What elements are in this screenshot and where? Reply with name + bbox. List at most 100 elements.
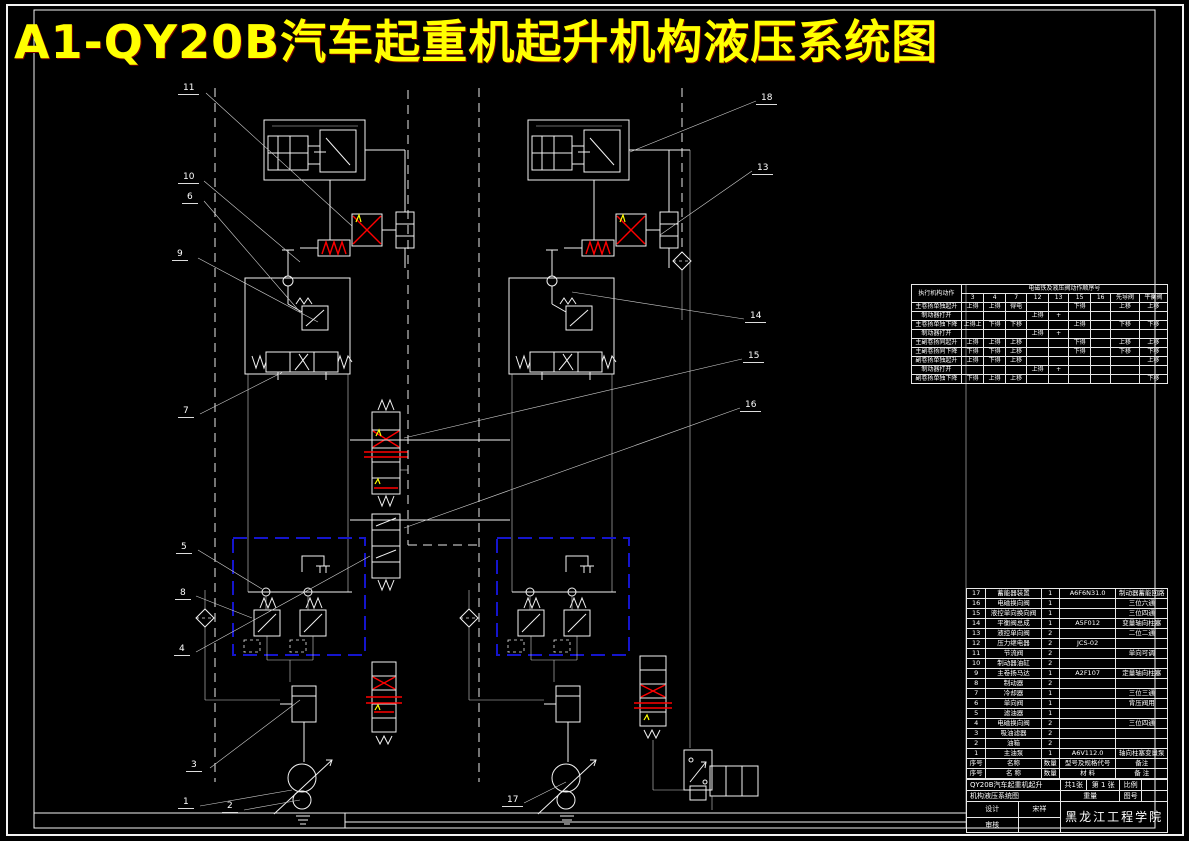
scale-value	[1141, 779, 1168, 791]
parts-header-cell: 名称	[985, 758, 1042, 769]
solenoid-mark-cell: 下移	[1138, 374, 1169, 384]
solenoid-mark-cell	[1026, 347, 1049, 357]
solenoid-mark-cell	[1004, 329, 1028, 339]
solenoid-mark-cell	[1047, 347, 1070, 357]
solenoid-col-header: 13	[1047, 293, 1070, 303]
design-label: 设计	[966, 801, 1019, 818]
solenoid-mark-cell: 下移	[1004, 320, 1028, 330]
solenoid-mark-cell: 上得	[983, 338, 1006, 348]
part-name: 滤油器	[985, 708, 1042, 719]
part-model	[1058, 698, 1117, 709]
solenoid-mark-cell: +	[1047, 329, 1070, 339]
part-note: 二位二通	[1115, 628, 1168, 639]
solenoid-mark-cell: 下移	[1110, 347, 1140, 357]
solenoid-mark-cell	[1138, 365, 1169, 375]
part-note: 背压阀用	[1115, 698, 1168, 709]
solenoid-mark-cell	[1089, 356, 1112, 366]
solenoid-mark-cell: 上移	[1110, 302, 1140, 312]
leader-lines	[195, 92, 757, 811]
parts-header-cell: 序号	[965, 768, 987, 779]
scale-label: 比例	[1119, 779, 1143, 791]
part-name: 单向阀	[985, 698, 1042, 709]
solenoid-mark-cell: 上移	[1004, 338, 1028, 348]
solenoid-col-header: 16	[1089, 293, 1112, 303]
solenoid-row: 副卷扬单独下降下得上得上移下移	[911, 374, 1169, 384]
right-valve-block	[653, 765, 759, 810]
part-note	[1115, 738, 1168, 749]
solenoid-mark-cell	[1068, 356, 1091, 366]
solenoid-col-header: 7	[1004, 293, 1028, 303]
return-filter-icon	[672, 88, 692, 320]
part-qty: 1	[1040, 698, 1060, 709]
part-qty: 1	[1040, 618, 1060, 629]
solenoid-row: 制动器打开上得+	[911, 329, 1169, 339]
solenoid-mark-cell: 上移	[1004, 374, 1028, 384]
part-model	[1058, 608, 1117, 619]
solenoid-mark-cell: 上得	[983, 374, 1006, 384]
solenoid-mark-cell	[1110, 329, 1140, 339]
part-model	[1058, 728, 1117, 739]
left-hoist-circuit	[195, 87, 415, 825]
part-no: 15	[965, 608, 987, 619]
drawing-title: A1-QY20B汽车起重机起升机构液压系统图	[14, 15, 939, 69]
solenoid-mark-cell: 上移	[1004, 356, 1028, 366]
part-qty: 2	[1040, 648, 1060, 659]
part-model: JCS-02	[1058, 638, 1117, 649]
solenoid-mark-cell: +	[1047, 311, 1070, 321]
balloon-label: 17	[502, 795, 524, 807]
part-model	[1058, 598, 1117, 609]
solenoid-mark-cell	[960, 311, 985, 321]
connection-lines	[350, 90, 691, 748]
title-block: QY20B汽车起重机起升 共1张 第 1 张 比例 机构液压系统图 重量 图号 …	[965, 779, 1168, 833]
part-note: 变量轴向柱塞	[1115, 618, 1168, 629]
solenoid-mark-cell	[1026, 320, 1049, 330]
part-qty: 2	[1040, 718, 1060, 729]
solenoid-mark-cell: 上得上	[960, 320, 985, 330]
part-no: 2	[965, 738, 987, 749]
balloon-label: 11	[178, 83, 200, 95]
balloon-label: 7	[178, 406, 194, 418]
part-note: 单向可调	[1115, 648, 1168, 659]
balloon-label: 2	[222, 801, 238, 813]
part-no: 7	[965, 688, 987, 699]
solenoid-mark-cell: +	[1047, 365, 1070, 375]
part-note	[1115, 728, 1168, 739]
part-model	[1058, 718, 1117, 729]
solenoid-mark-cell: 上得	[1068, 320, 1091, 330]
part-no: 8	[965, 678, 987, 689]
part-no: 11	[965, 648, 987, 659]
part-no: 1	[965, 748, 987, 759]
part-name: 油箱	[985, 738, 1042, 749]
part-qty: 1	[1040, 708, 1060, 719]
checker-name	[1017, 816, 1062, 833]
balloon-label: 13	[752, 163, 774, 175]
solenoid-mark-cell: 上得	[983, 302, 1006, 312]
part-name: 电磁换向阀	[985, 598, 1042, 609]
solenoid-col-header: 平衡阀	[1138, 293, 1169, 303]
part-no: 17	[965, 588, 987, 599]
solenoid-mark-cell: 上得	[960, 356, 985, 366]
part-note: 制动器蓄能回路	[1115, 588, 1168, 599]
solenoid-col-header: 12	[1026, 293, 1049, 303]
solenoid-mark-cell: 下移	[1110, 320, 1140, 330]
part-note: 三位四通	[1115, 608, 1168, 619]
balance-valve-manifold-upper	[364, 398, 408, 508]
solenoid-mark-cell	[1004, 311, 1028, 321]
right-lower-valve-stack	[634, 655, 672, 790]
part-note: 三位六通	[1115, 598, 1168, 609]
parts-header-cell: 备注	[1115, 758, 1168, 769]
solenoid-mark-cell	[983, 329, 1006, 339]
part-no: 9	[965, 668, 987, 679]
part-note	[1115, 708, 1168, 719]
